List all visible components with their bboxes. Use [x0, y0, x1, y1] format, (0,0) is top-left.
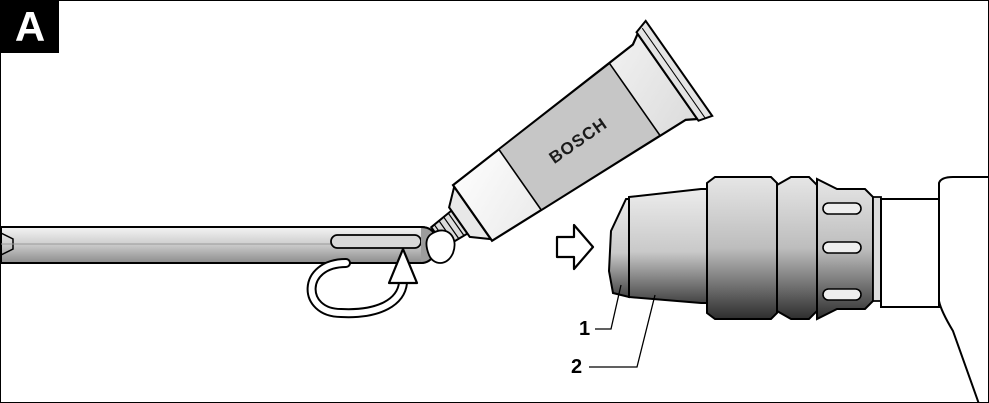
dust-protection-cap	[607, 198, 630, 299]
callout-2: 2	[571, 294, 656, 378]
outline-right-arrow-icon	[555, 223, 595, 271]
drill-bit	[1, 226, 439, 264]
grease-tube: BOSCH	[425, 19, 714, 264]
callout-1-label: 1	[579, 318, 590, 340]
curved-rotation-arrow-icon	[306, 247, 419, 319]
callout-1: 1	[579, 284, 622, 340]
figure-label: A	[14, 3, 46, 50]
locking-sleeve	[628, 188, 708, 304]
drill-chuck	[607, 176, 988, 402]
bit-groove	[330, 234, 422, 249]
figure-label-box: A	[1, 1, 59, 53]
callout-2-label: 2	[571, 356, 582, 378]
